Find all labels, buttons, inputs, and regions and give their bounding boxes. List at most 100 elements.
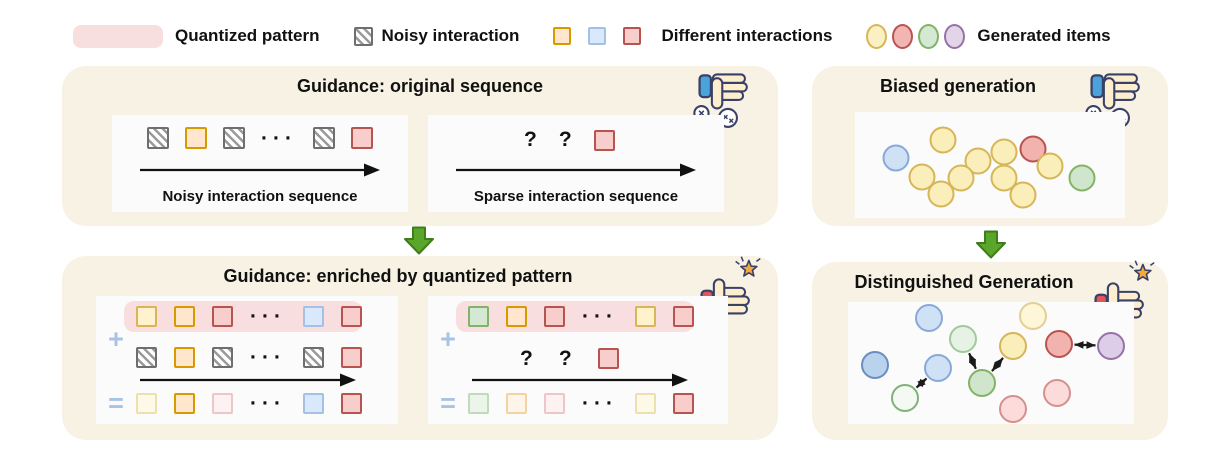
pink-f-square [544,393,565,414]
red-square [212,306,233,327]
right-arrow-icon [456,163,696,177]
orange-f-square [506,393,527,414]
legend-label-generated-items: Generated items [977,26,1111,45]
noisy-square [312,127,335,149]
arrowhead-icon [991,361,1001,372]
blue-square [302,393,324,414]
noisy-square [212,347,233,368]
yellow-generated-item [908,163,936,191]
red-square [593,129,615,151]
blue-generated-item [915,304,943,332]
green-f-square [468,393,489,414]
yellow-generated-item [999,332,1027,360]
panel-title-original: Guidance: original sequence [296,76,544,96]
noisy-square [147,127,169,149]
yellow-square [634,306,656,327]
panel-title-enriched: Guidance: enriched by quantized pattern [223,266,573,286]
result-row: ··· [468,393,694,414]
right-arrow-icon [140,373,356,387]
question-mark: ? [558,128,572,151]
noisy-sequence-label: Noisy interaction sequence [162,188,358,205]
yellow-generated-item [1019,302,1047,330]
green-generated-item [1068,164,1096,192]
red-square-icon [623,27,642,45]
red-square [544,306,565,327]
red-generated-item [1045,330,1073,358]
ellipsis-dots: ··· [250,392,286,415]
red-square [350,127,373,149]
equals-operator: = [108,388,124,418]
blue-generated-item [861,351,889,379]
yellow-f-square [136,393,157,414]
red-circle-icon [892,23,914,49]
red-square [340,347,362,368]
question-mark: ? [520,346,533,370]
sparse-sequence-box: ?? Sparse interaction sequence [428,115,724,212]
enriched-sparse-box: + = ··· ?? ··· [428,296,728,424]
yellow-generated-item [929,126,957,154]
legend-label-quantized-pattern: Quantized pattern [175,26,320,45]
yellow-generated-item [927,180,955,208]
noisy-sequence-box: ··· Noisy interaction sequence [112,115,408,212]
ellipsis-dots: ··· [250,346,286,369]
pink-f-square [212,393,233,414]
green-generated-item [949,325,977,353]
yellow-f-square [634,393,656,414]
yellow-generated-item [964,147,992,175]
orange-square [185,127,207,149]
legend-label-noisy-interaction: Noisy interaction [381,26,520,45]
yellow-circle-icon [866,23,888,49]
distinguished-generation-box [848,302,1134,424]
noisy-sequence-row: ··· [112,127,408,149]
enriched-noisy-box: + = ··· ··· ··· [96,296,398,424]
red-generated-item [1043,379,1071,407]
arrowhead-icon [1086,341,1096,349]
orange-square-icon [553,27,572,45]
pattern-row: ··· [136,306,362,327]
yellow-generated-item [1009,181,1037,209]
red-square [672,393,694,414]
panel-biased-generation: Biased generation [812,66,1168,226]
plus-operator: + [108,324,124,354]
legend-label-different-interactions: Different interactions [661,26,833,45]
down-arrow-icon [976,230,1006,259]
question-mark: ? [524,128,537,151]
arrowhead-icon [994,357,1004,368]
blue-generated-item [882,144,910,172]
generated-items-swatches [866,23,966,49]
purple-circle-icon [944,23,966,49]
panel-title-biased: Biased generation [879,76,1037,96]
ellipsis-dots: ··· [250,305,286,328]
arrowhead-icon [1074,341,1084,349]
red-square [597,348,619,369]
orange-square [174,347,195,368]
panel-original-sequence: Guidance: original sequence ··· Noisy in… [62,66,778,226]
pattern-row: ··· [468,306,694,327]
orange-square [174,306,195,327]
orange-square [506,306,527,327]
noisy-square [302,347,324,368]
down-arrow-icon [404,226,434,255]
noisy-square [223,127,245,149]
red-square [672,306,694,327]
red-square [340,393,362,414]
blue-square-icon [588,27,607,45]
question-mark: ? [558,346,572,370]
legend: Quantized pattern Noisy interaction Diff… [73,20,1111,52]
ellipsis-dots: ··· [261,126,297,150]
biased-generation-scatter [882,126,1096,209]
different-interactions-swatches [553,27,650,45]
sparse-sequence-label: Sparse interaction sequence [473,188,679,205]
ellipsis-dots: ··· [582,392,618,415]
sequence-row: ?? [520,346,619,370]
noisy-square [136,347,157,368]
biased-generation-box [855,112,1125,218]
arrowhead-icon [969,353,977,363]
blue-generated-item [924,354,952,382]
green-square [468,306,489,327]
thumbs-down-icon [693,73,748,128]
yellow-generated-item [947,164,975,192]
panel-distinguished-generation: Distinguished Generation [812,260,1168,440]
red-generated-item [1019,135,1047,163]
